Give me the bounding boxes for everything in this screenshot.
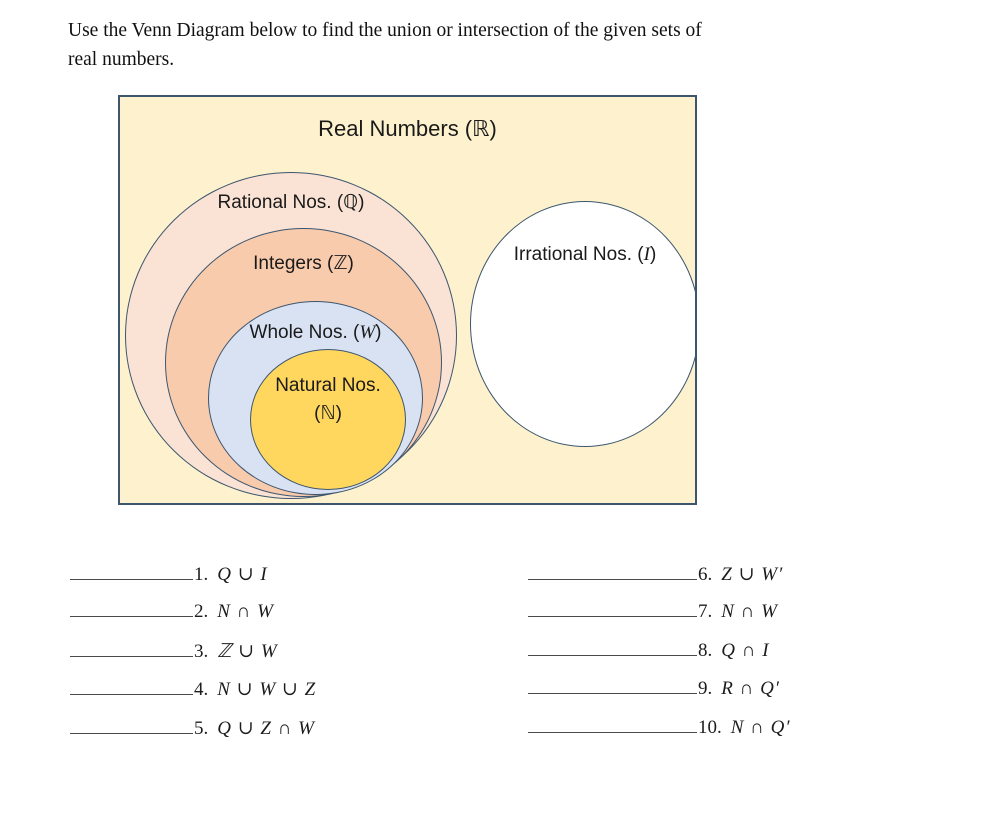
natural-set-label: Natural Nos. (ℕ) — [250, 372, 406, 428]
answer-blank-3 — [70, 655, 193, 657]
answer-blank-4 — [70, 693, 193, 695]
problem-row-8: 8. Q ∩ I — [528, 640, 770, 662]
problem-row-4: 4. N ∪ W ∪ Z — [70, 678, 316, 701]
problem-expression-7: N ∩ W — [721, 601, 778, 622]
problem-row-7: 7. N ∩ W — [528, 601, 778, 623]
answer-blank-6 — [528, 578, 697, 580]
problem-expression-4: N ∪ W ∪ Z — [217, 679, 317, 700]
natural-set-circle — [250, 349, 406, 490]
irrational-set-circle — [470, 201, 695, 447]
answer-blank-10 — [528, 731, 697, 733]
answer-blank-1 — [70, 578, 193, 580]
problem-number-9: 9. — [698, 678, 713, 699]
problem-expression-8: Q ∩ I — [721, 640, 770, 661]
answer-blank-2 — [70, 615, 193, 617]
problem-row-6: 6. Z ∪ W′ — [528, 563, 783, 586]
problem-row-9: 9. R ∩ Q′ — [528, 678, 780, 700]
whole-label-paren: ) — [375, 322, 382, 343]
rational-set-label: Rational Nos. (ℚ) — [217, 192, 365, 213]
whole-label-symbol: W — [359, 322, 376, 343]
irrational-label-symbol: I — [643, 244, 650, 265]
problem-row-1: 1. Q ∪ I — [70, 563, 268, 586]
problem-number-3: 3. — [194, 641, 209, 662]
problem-number-1: 1. — [194, 564, 209, 585]
problem-expression-2: N ∩ W — [217, 601, 274, 622]
irrational-set-label: Irrational Nos. (I) — [470, 244, 695, 266]
problem-number-7: 7. — [698, 601, 713, 622]
whole-set-label: Whole Nos. (W) — [208, 322, 423, 344]
venn-diagram: Real Numbers (ℝ) Rational Nos. (ℚ) Integ… — [118, 95, 697, 505]
answer-blank-7 — [528, 615, 697, 617]
problem-expression-5: Q ∪ Z ∩ W — [217, 718, 316, 739]
problem-expression-6: Z ∪ W′ — [721, 564, 784, 585]
instructions-line2: real numbers. — [68, 49, 175, 70]
problem-expression-3: ℤ ∪ W — [217, 641, 278, 662]
problem-row-5: 5. Q ∪ Z ∩ W — [70, 717, 315, 740]
natural-label-line1: Natural Nos. — [275, 375, 381, 396]
problem-number-5: 5. — [194, 718, 209, 739]
answer-blank-8 — [528, 654, 697, 656]
irrational-label-text: Irrational Nos. ( — [513, 244, 644, 265]
problem-number-10: 10. — [698, 717, 722, 738]
problem-number-6: 6. — [698, 564, 713, 585]
problem-expression-1: Q ∪ I — [217, 564, 268, 585]
answer-blank-9 — [528, 692, 697, 694]
integers-set-label: Integers (ℤ) — [253, 253, 354, 274]
whole-label-text: Whole Nos. ( — [249, 322, 360, 343]
answer-blank-5 — [70, 732, 193, 734]
irrational-label-paren: ) — [649, 244, 657, 265]
problem-row-10: 10. N ∩ Q′ — [528, 717, 791, 739]
diagram-title: Real Numbers (ℝ) — [318, 116, 497, 141]
problem-number-8: 8. — [698, 640, 713, 661]
problem-expression-9: R ∩ Q′ — [721, 678, 780, 699]
problem-number-2: 2. — [194, 601, 209, 622]
instructions-text: Use the Venn Diagram below to find the u… — [68, 16, 888, 74]
problem-row-2: 2. N ∩ W — [70, 601, 274, 623]
natural-label-line2: (ℕ) — [314, 403, 342, 424]
problem-row-3: 3. ℤ ∪ W — [70, 640, 278, 663]
problem-number-4: 4. — [194, 679, 209, 700]
instructions-line1: Use the Venn Diagram below to find the u… — [68, 20, 702, 41]
problem-expression-10: N ∩ Q′ — [730, 717, 791, 738]
